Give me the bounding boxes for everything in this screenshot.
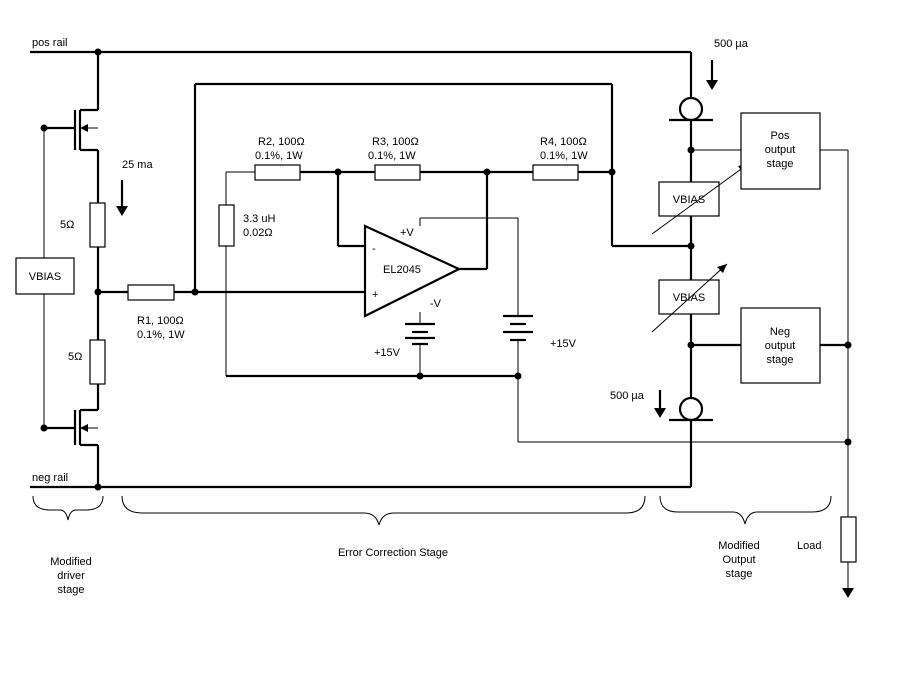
resistor-r3 [374, 164, 421, 181]
neg-output-stage-box [740, 307, 821, 384]
output-wiring [689, 52, 849, 588]
inductor [218, 204, 235, 247]
resistor-5ohm-top-label: 5Ω [60, 219, 74, 231]
brace-output-label-1: Modified [718, 540, 760, 552]
driver-vbias-label: VBIAS [29, 271, 61, 283]
load-label: Load [797, 540, 821, 552]
opamp-el2045 [363, 224, 462, 318]
driver-current-label: 25 ma [122, 159, 153, 171]
vbias-top-box [658, 181, 720, 217]
pos-rail-label: pos rail [32, 37, 67, 49]
brace-driver [32, 495, 104, 521]
pos-output-stage-box [740, 112, 821, 190]
opamp-plus-label: + [372, 289, 378, 301]
error-wiring [174, 82, 848, 443]
brace-driver-label-3: stage [58, 584, 85, 596]
ground-arrow [842, 588, 854, 598]
resistor-5ohm-bottom [89, 339, 106, 385]
resistor-r2 [254, 164, 301, 181]
mosfet-bottom [44, 408, 98, 447]
resistor-5ohm-top [89, 202, 106, 248]
pos-output-stage-label-2: output [765, 144, 796, 156]
pos-output-stage-label-1: Pos [771, 130, 790, 142]
vbias-bottom-adjust-arrow [651, 263, 728, 333]
opamp-neg-supply-label: -V [430, 298, 442, 310]
vbias-top-label: VBIAS [673, 194, 705, 206]
neg-output-stage-label-2: output [765, 340, 796, 352]
current-arrow-top [706, 60, 718, 90]
r4-label-2: 0.1%, 1W [540, 150, 588, 162]
brace-driver-label-1: Modified [50, 556, 92, 568]
vbias-bottom-box [658, 279, 720, 315]
pos-output-stage-label-3: stage [767, 158, 794, 170]
brace-output [659, 495, 832, 525]
r2-label-1: R2, 100Ω [258, 136, 305, 148]
brace-output-label-2: Output [722, 554, 755, 566]
resistor-r1 [127, 284, 175, 301]
brace-error-label: Error Correction Stage [338, 547, 448, 559]
battery-right-label: +15V [550, 338, 577, 350]
r1-label-1: R1, 100Ω [137, 315, 184, 327]
current-bottom-label: 500 µa [610, 390, 645, 402]
battery-left [405, 322, 435, 346]
opamp-pos-supply-label: +V [400, 227, 414, 239]
battery-right [503, 314, 533, 342]
resistor-5ohm-bottom-label: 5Ω [68, 351, 82, 363]
r1-label-2: 0.1%, 1W [137, 329, 185, 341]
inductor-label-1: 3.3 uH [243, 213, 275, 225]
opamp-minus-label: - [372, 243, 376, 255]
driver-current-arrow [116, 180, 128, 216]
driver-wiring [96, 52, 128, 487]
neg-output-stage-label-3: stage [767, 354, 794, 366]
brace-output-label-3: stage [726, 568, 753, 580]
load-resistor [840, 516, 857, 563]
opamp-name-label: EL2045 [383, 264, 421, 276]
r4-label-1: R4, 100Ω [540, 136, 587, 148]
neg-rail-label: neg rail [32, 472, 68, 484]
r3-label-2: 0.1%, 1W [368, 150, 416, 162]
brace-driver-label-2: driver [57, 570, 85, 582]
r2-label-2: 0.1%, 1W [255, 150, 303, 162]
current-source-top [669, 96, 713, 122]
junction-dots [40, 48, 852, 491]
resistor-r4 [532, 164, 579, 181]
brace-error [121, 495, 646, 526]
battery-left-label: +15V [374, 347, 401, 359]
current-source-bottom [669, 396, 713, 422]
neg-output-stage-label-1: Neg [770, 326, 790, 338]
mosfet-top [44, 108, 98, 152]
r3-label-1: R3, 100Ω [372, 136, 419, 148]
current-top-label: 500 µa [714, 38, 749, 50]
inductor-label-2: 0.02Ω [243, 227, 273, 239]
current-arrow-bottom [654, 390, 666, 418]
driver-vbias-box [15, 257, 75, 295]
